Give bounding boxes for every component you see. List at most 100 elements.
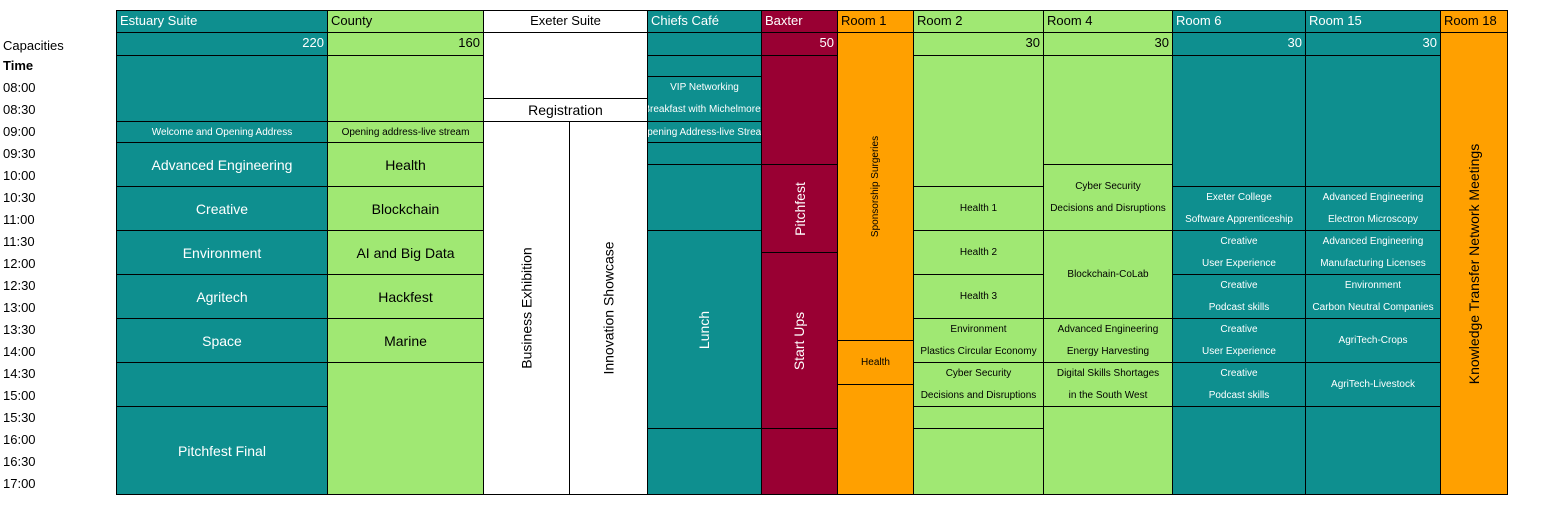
session-blockchain: Blockchain	[327, 186, 484, 231]
session-innovation-showcase: Innovation Showcase	[569, 121, 648, 495]
time-slot-label: 14:00	[3, 344, 36, 359]
time-slot-label: 09:30	[3, 146, 36, 161]
session-environment: Environment	[116, 230, 328, 275]
capacity-chiefs	[647, 32, 762, 56]
time-slot-label: 11:30	[3, 234, 35, 249]
session-health-3: Health 3	[913, 274, 1044, 319]
capacity-room6: 30	[1172, 32, 1306, 56]
session-registration: Registration	[483, 98, 648, 122]
capacity-county: 160	[327, 32, 484, 56]
time-label: Time	[3, 58, 34, 73]
session-county-opening: Opening address-live stream	[327, 121, 484, 143]
capacities-label: Capacities	[3, 38, 64, 53]
chiefs-empty-3	[647, 428, 762, 495]
session-advanced-engineering: Advanced Engineering	[116, 142, 328, 187]
time-slot-label: 12:30	[3, 278, 36, 293]
session-business-exhibition: Business Exhibition	[483, 121, 570, 495]
session-agritech-crops: AgriTech-Crops	[1305, 318, 1441, 363]
room2-empty-2	[913, 428, 1044, 495]
room-header-room18: Room 18	[1440, 10, 1508, 33]
chiefs-empty-morning	[647, 55, 762, 77]
time-slot-label: 10:30	[3, 190, 36, 205]
session-chiefs-opening: Opening Address-live Stream	[647, 121, 762, 143]
room4-empty-afternoon	[1043, 406, 1173, 495]
session-blockchain-colab: Blockchain-CoLab	[1043, 230, 1173, 319]
session-agritech-livestock: AgriTech-Livestock	[1305, 362, 1441, 407]
baxter-empty-afternoon	[761, 428, 838, 495]
session-health-2: Health 2	[913, 230, 1044, 275]
session-welcome: Welcome and Opening Address	[116, 121, 328, 143]
time-slot-label: 11:00	[3, 212, 35, 227]
session-ktn-meetings: Knowledge Transfer Network Meetings	[1440, 32, 1508, 495]
time-slot-label: 14:30	[3, 366, 36, 381]
session-start-ups: Start Ups	[761, 252, 838, 429]
room-header-room1: Room 1	[837, 10, 914, 33]
time-slot-label: 13:30	[3, 322, 36, 337]
capacity-room4: 30	[1043, 32, 1173, 56]
room6-empty-morning	[1172, 55, 1306, 187]
time-slot-label: 09:00	[3, 124, 36, 139]
room-header-room4: Room 4	[1043, 10, 1173, 33]
time-slot-label: 16:00	[3, 432, 36, 447]
chiefs-empty-2	[647, 164, 762, 231]
session-space: Space	[116, 318, 328, 363]
room-header-estuary: Estuary Suite	[116, 10, 328, 33]
session-health: Health	[327, 142, 484, 187]
room15-empty-morning	[1305, 55, 1441, 187]
time-slot-label: 17:00	[3, 476, 36, 491]
session-sponsorship-surgeries: Sponsorship Surgeries	[837, 32, 914, 341]
capacity-baxter: 50	[761, 32, 838, 56]
time-slot-label: 08:30	[3, 102, 36, 117]
session-health-1: Health 1	[913, 186, 1044, 231]
session-creative: Creative	[116, 186, 328, 231]
time-slot-label: 15:30	[3, 410, 36, 425]
session-marine: Marine	[327, 318, 484, 363]
session-pitchfest: Pitchfest	[761, 164, 838, 253]
time-slot-label: 15:00	[3, 388, 36, 403]
session-ai-big-data: AI and Big Data	[327, 230, 484, 275]
room15-empty-afternoon	[1305, 406, 1441, 495]
room-header-room6: Room 6	[1172, 10, 1306, 33]
room-header-chiefs: Chiefs Café	[647, 10, 762, 33]
session-pitchfest-final: Pitchfest Final	[116, 406, 328, 495]
room-header-county: County	[327, 10, 484, 33]
room-header-exeter: Exeter Suite	[483, 10, 648, 33]
room-header-room2: Room 2	[913, 10, 1044, 33]
session-hackfest: Hackfest	[327, 274, 484, 319]
time-slot-label: 16:30	[3, 454, 36, 469]
time-slot-label: 08:00	[3, 80, 36, 95]
baxter-empty-morning	[761, 55, 838, 166]
chiefs-empty-1	[647, 142, 762, 165]
capacity-estuary: 220	[116, 32, 328, 56]
time-slot-label: 12:00	[3, 256, 36, 271]
room4-empty-morning	[1043, 55, 1173, 165]
estuary-empty-afternoon	[116, 362, 328, 407]
time-slot-label: 10:00	[3, 168, 36, 183]
capacity-room15: 30	[1305, 32, 1441, 56]
capacity-room2: 30	[913, 32, 1044, 56]
county-empty-afternoon	[327, 362, 484, 495]
session-room1-health: Health	[837, 340, 914, 385]
session-lunch: Lunch	[647, 230, 762, 429]
time-slot-label: 13:00	[3, 300, 36, 315]
room-header-room15: Room 15	[1305, 10, 1441, 33]
county-empty-morning	[327, 55, 484, 122]
room6-empty-afternoon	[1172, 406, 1306, 495]
room2-empty-morning	[913, 55, 1044, 187]
estuary-empty-morning	[116, 55, 328, 122]
room2-empty-1	[913, 406, 1044, 429]
